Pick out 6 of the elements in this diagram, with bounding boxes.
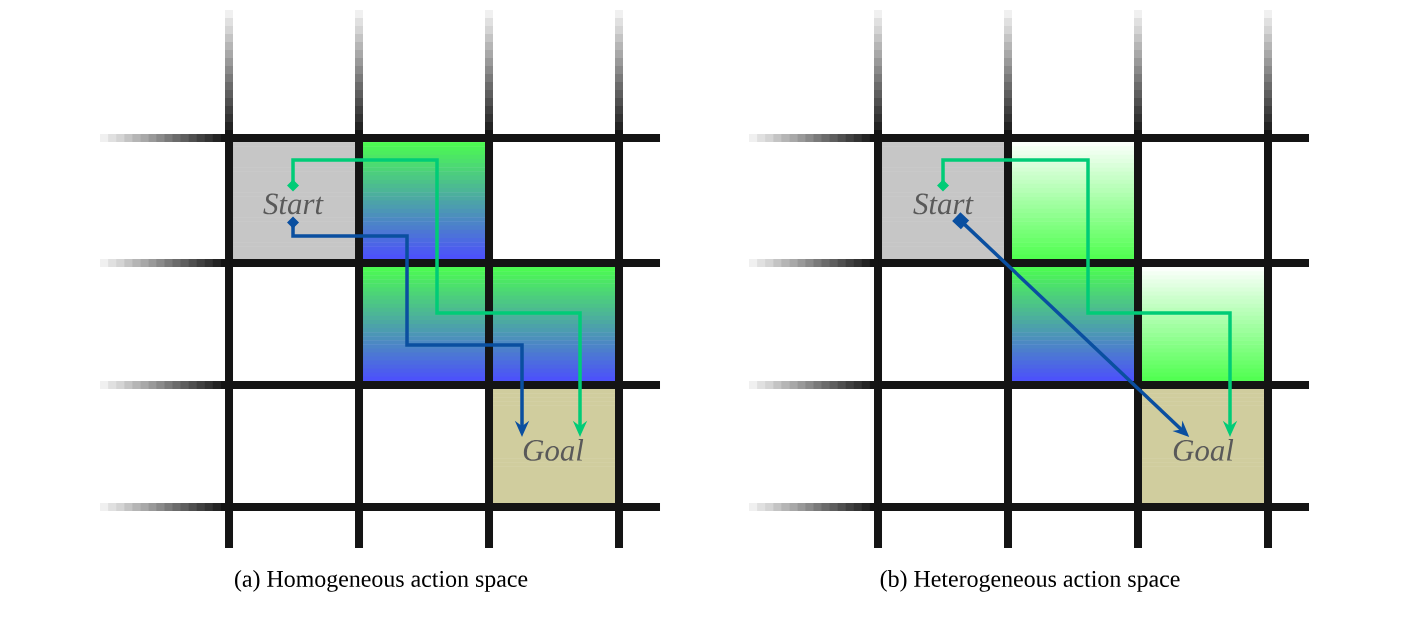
cell-label: Start (913, 193, 974, 215)
caption: (b) Heterogeneous action space (880, 570, 1180, 592)
caption: (a) Homogeneous action space (235, 570, 528, 592)
cell-label: Goal (1173, 439, 1234, 461)
cell-label: Goal (523, 439, 584, 461)
cell-label: Start (263, 193, 324, 215)
